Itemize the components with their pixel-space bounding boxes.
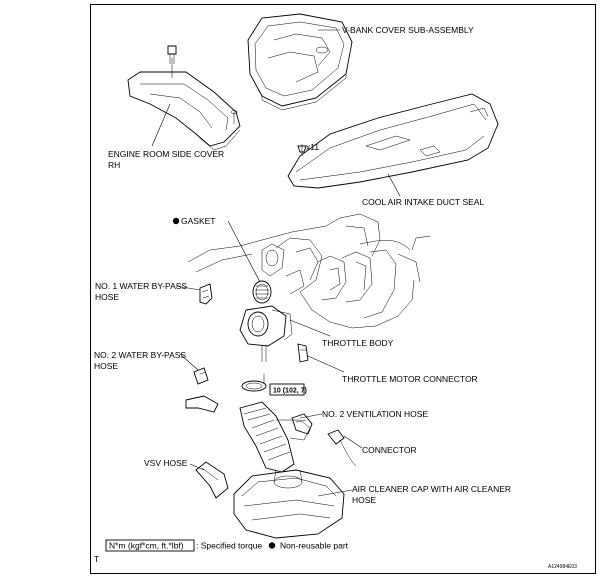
cool-air-seal-label: COOL AIR INTAKE DUCT SEAL — [362, 197, 484, 207]
x11-label: x11 — [306, 142, 319, 152]
engine-background-drawing — [187, 213, 431, 329]
air-cleaner-label-line1: AIR CLEANER CAP WITH AIR CLEANER — [352, 484, 511, 494]
gasket-label: GASKET — [181, 216, 215, 226]
connector-leader — [343, 435, 363, 449]
vbank-cover-label: V-BANK COVER SUB-ASSEMBLY — [342, 25, 474, 35]
ventilation-hose-leader — [299, 413, 323, 419]
no1-water-hose-label-line1: NO. 1 WATER BY-PASS — [95, 281, 187, 291]
legend-nonreusable-mark — [268, 542, 276, 549]
hose-clamp-drawing — [241, 374, 267, 392]
legend-torque-box — [105, 539, 195, 552]
air-cleaner-leader — [317, 489, 353, 497]
legend-torque-text: : Specified torque — [196, 541, 262, 551]
throttle-body-label: THROTTLE BODY — [322, 338, 394, 348]
no2-ventilation-hose-drawing — [291, 413, 313, 435]
vsv-hose-leader — [189, 463, 205, 471]
no1-water-bypass-hose-drawing — [199, 283, 213, 305]
ventilation-hose-label: NO. 2 VENTILATION HOSE — [322, 409, 428, 419]
throttle-connector-label: THROTTLE MOTOR CONNECTOR — [342, 374, 478, 384]
connector-drawing — [327, 429, 357, 467]
diagram-frame — [90, 4, 596, 574]
throttle-connector-leader — [307, 355, 345, 373]
legend-nonreusable-text: Non-reusable part — [280, 541, 349, 551]
gasket-nonreusable-mark — [172, 217, 180, 225]
corner-mark: T — [94, 554, 99, 564]
no2-water-hose-label-line1: NO. 2 WATER BY-PASS — [94, 350, 186, 360]
engine-room-cover-label-line2: RH — [108, 160, 120, 170]
connector-label: CONNECTOR — [362, 445, 417, 455]
vbank-cover-drawing — [247, 13, 353, 111]
throttle-motor-connector-drawing — [297, 343, 309, 363]
gasket-drawing — [252, 280, 272, 304]
vsv-hose-drawing — [195, 461, 229, 499]
legend-torque-unit: N*m (kgf*cm, ft.*lbf) — [109, 541, 184, 551]
no2-water-hose-leader — [179, 353, 199, 371]
throttle-body-drawing — [239, 305, 293, 362]
engine-room-side-cover-drawing — [127, 45, 241, 151]
no1-water-hose-leader — [175, 285, 201, 291]
no1-water-hose-label-line2: HOSE — [95, 292, 119, 302]
no2-water-hose-label-line2: HOSE — [94, 361, 118, 371]
figure-id: A124984E03 — [548, 564, 577, 570]
cool-air-intake-duct-seal-drawing — [287, 93, 499, 189]
air-cleaner-label-line2: HOSE — [352, 495, 376, 505]
gasket-leader — [227, 220, 261, 283]
vsv-hose-label: VSV HOSE — [144, 458, 188, 468]
air-cleaner-cap-drawing — [233, 469, 345, 539]
torque-value: 10 (102, 7) — [273, 388, 307, 395]
throttle-body-leader — [289, 319, 331, 337]
engine-room-cover-leader — [151, 103, 171, 147]
air-cleaner-hose-drawing — [239, 401, 311, 473]
engine-room-cover-label-line1: ENGINE ROOM SIDE COVER — [108, 149, 224, 159]
torque-box — [269, 383, 305, 396]
cool-air-seal-leader — [387, 173, 401, 197]
no2-water-bypass-hose-drawing — [185, 367, 219, 413]
